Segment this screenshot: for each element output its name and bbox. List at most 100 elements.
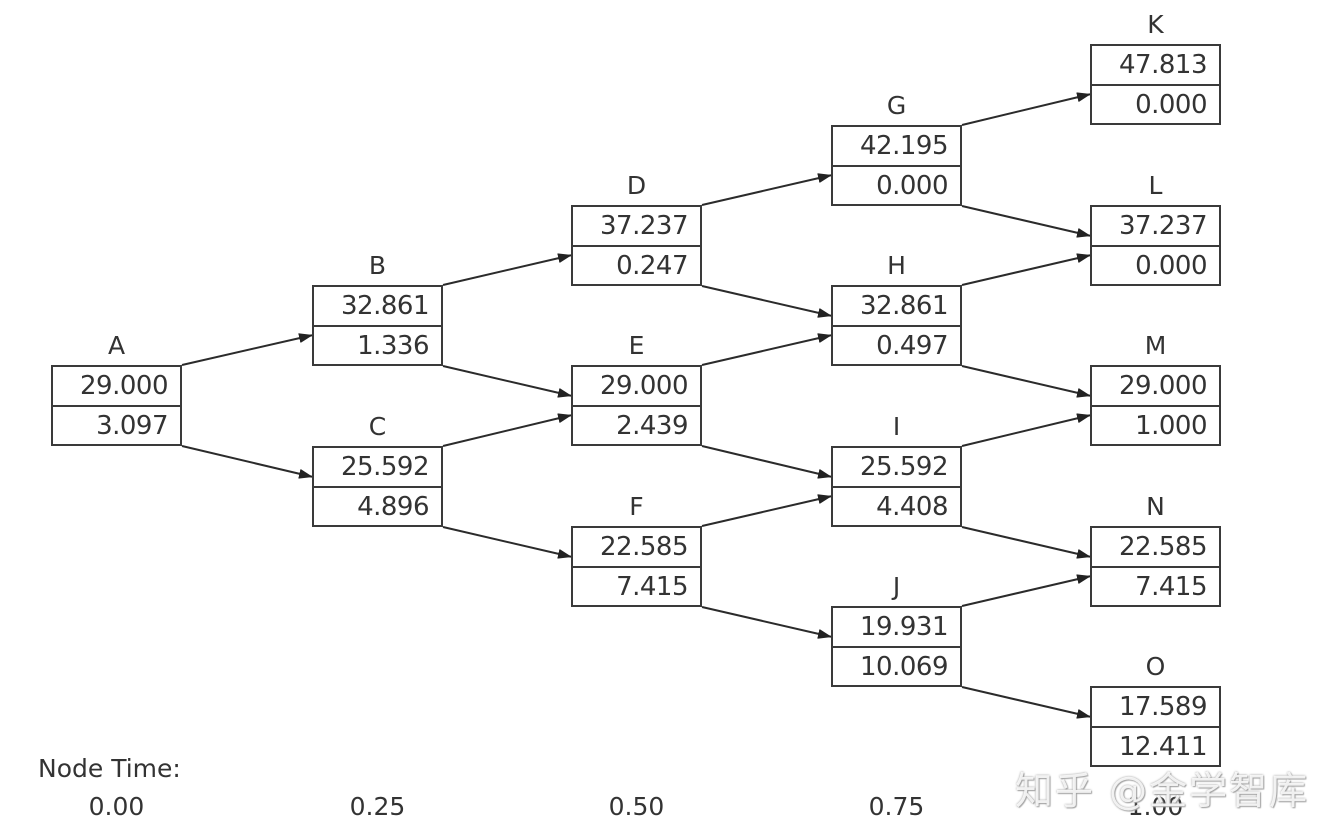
node-option-value: 1.336 bbox=[357, 331, 429, 361]
node-box: 37.237 0.000 bbox=[1090, 205, 1221, 286]
tree-node-n: N 22.585 7.415 bbox=[1090, 492, 1221, 607]
node-label: D bbox=[626, 171, 647, 200]
node-label: K bbox=[1147, 10, 1164, 39]
node-price: 22.585 bbox=[573, 528, 700, 568]
node-option-value: 7.415 bbox=[616, 572, 688, 602]
edge-arrow-c-f bbox=[442, 526, 572, 559]
edge-arrow-h-l bbox=[961, 253, 1091, 286]
node-time-tick: 0.50 bbox=[608, 792, 665, 821]
tree-node-g: G 42.195 0.000 bbox=[831, 91, 962, 206]
node-time-title: Node Time: bbox=[38, 754, 181, 783]
node-label: E bbox=[628, 331, 645, 360]
edge-arrow-a-c bbox=[181, 445, 313, 479]
node-option-value: 7.415 bbox=[1135, 572, 1207, 602]
node-box: 29.000 3.097 bbox=[51, 365, 182, 446]
edge-arrow-a-b bbox=[181, 333, 313, 366]
node-label: H bbox=[887, 251, 906, 280]
node-price: 42.195 bbox=[833, 127, 960, 167]
node-price: 17.589 bbox=[1092, 688, 1219, 728]
tree-node-i: I 25.592 4.408 bbox=[831, 412, 962, 527]
edge-arrow-h-m bbox=[961, 365, 1091, 398]
node-option-value: 1.000 bbox=[1135, 411, 1207, 441]
edge-arrow-f-j bbox=[701, 606, 832, 639]
tree-node-h: H 32.861 0.497 bbox=[831, 251, 962, 366]
node-box: 29.000 1.000 bbox=[1090, 365, 1221, 446]
edge-arrow-d-g bbox=[701, 173, 832, 206]
node-price: 25.592 bbox=[314, 448, 441, 488]
node-option-value: 0.000 bbox=[1135, 251, 1207, 281]
node-option-value: 0.497 bbox=[876, 331, 948, 361]
node-label: F bbox=[629, 492, 644, 521]
tree-node-k: K 47.813 0.000 bbox=[1090, 10, 1221, 125]
edge-arrow-d-h bbox=[701, 285, 832, 318]
node-label: M bbox=[1144, 331, 1167, 360]
node-label: I bbox=[892, 412, 901, 441]
node-price: 29.000 bbox=[53, 367, 180, 407]
tree-node-e: E 29.000 2.439 bbox=[571, 331, 702, 446]
node-box: 42.195 0.000 bbox=[831, 125, 962, 206]
node-label: N bbox=[1146, 492, 1165, 521]
edge-arrow-j-n bbox=[961, 574, 1091, 607]
edge-arrow-c-e bbox=[442, 413, 572, 447]
node-box: 47.813 0.000 bbox=[1090, 44, 1221, 125]
watermark: 知乎 @金学智库 bbox=[1015, 769, 1310, 813]
edge-arrow-b-e bbox=[442, 365, 572, 398]
node-option-value: 0.247 bbox=[616, 251, 688, 281]
edge-arrow-g-l bbox=[961, 205, 1091, 238]
node-option-value: 2.439 bbox=[616, 411, 688, 441]
node-box: 25.592 4.408 bbox=[831, 446, 962, 527]
edge-arrow-e-i bbox=[701, 445, 832, 479]
node-price: 19.931 bbox=[833, 608, 960, 648]
node-price: 22.585 bbox=[1092, 528, 1219, 568]
node-box: 17.589 12.411 bbox=[1090, 686, 1221, 767]
tree-node-c: C 25.592 4.896 bbox=[312, 412, 443, 527]
edge-arrow-e-h bbox=[701, 333, 832, 366]
node-label: O bbox=[1145, 652, 1166, 681]
node-price: 29.000 bbox=[573, 367, 700, 407]
node-time-tick: 0.00 bbox=[88, 792, 145, 821]
tree-node-j: J 19.931 10.069 bbox=[831, 572, 962, 687]
node-box: 29.000 2.439 bbox=[571, 365, 702, 446]
node-option-value: 3.097 bbox=[96, 411, 168, 441]
edge-arrow-f-i bbox=[701, 494, 832, 527]
node-box: 22.585 7.415 bbox=[1090, 526, 1221, 607]
node-option-value: 4.408 bbox=[876, 492, 948, 522]
node-price: 29.000 bbox=[1092, 367, 1219, 407]
node-label: C bbox=[368, 412, 387, 441]
node-label: J bbox=[892, 572, 901, 601]
node-box: 32.861 1.336 bbox=[312, 285, 443, 366]
node-box: 22.585 7.415 bbox=[571, 526, 702, 607]
node-label: A bbox=[107, 331, 126, 360]
edge-arrow-b-d bbox=[442, 253, 572, 286]
node-box: 19.931 10.069 bbox=[831, 606, 962, 687]
node-price: 32.861 bbox=[833, 287, 960, 327]
node-time-tick: 0.25 bbox=[349, 792, 406, 821]
node-option-value: 0.000 bbox=[876, 171, 948, 201]
node-option-value: 12.411 bbox=[1119, 732, 1207, 762]
tree-node-l: L 37.237 0.000 bbox=[1090, 171, 1221, 286]
tree-node-m: M 29.000 1.000 bbox=[1090, 331, 1221, 446]
edge-arrow-j-o bbox=[961, 686, 1091, 719]
node-option-value: 0.000 bbox=[1135, 90, 1207, 120]
node-label: L bbox=[1148, 171, 1163, 200]
node-box: 37.237 0.247 bbox=[571, 205, 702, 286]
tree-node-a: A 29.000 3.097 bbox=[51, 331, 182, 446]
node-time-tick: 1.00 bbox=[1127, 792, 1184, 821]
node-box: 32.861 0.497 bbox=[831, 285, 962, 366]
node-time-tick: 0.75 bbox=[868, 792, 925, 821]
tree-node-o: O 17.589 12.411 bbox=[1090, 652, 1221, 767]
node-option-value: 10.069 bbox=[860, 652, 948, 682]
node-box: 25.592 4.896 bbox=[312, 446, 443, 527]
tree-node-d: D 37.237 0.247 bbox=[571, 171, 702, 286]
tree-node-b: B 32.861 1.336 bbox=[312, 251, 443, 366]
edge-arrow-g-k bbox=[961, 92, 1091, 126]
node-label: B bbox=[368, 251, 387, 280]
node-option-value: 4.896 bbox=[357, 492, 429, 522]
node-price: 37.237 bbox=[573, 207, 700, 247]
edge-arrow-i-m bbox=[961, 413, 1091, 447]
tree-node-f: F 22.585 7.415 bbox=[571, 492, 702, 607]
node-price: 25.592 bbox=[833, 448, 960, 488]
node-price: 37.237 bbox=[1092, 207, 1219, 247]
node-price: 32.861 bbox=[314, 287, 441, 327]
